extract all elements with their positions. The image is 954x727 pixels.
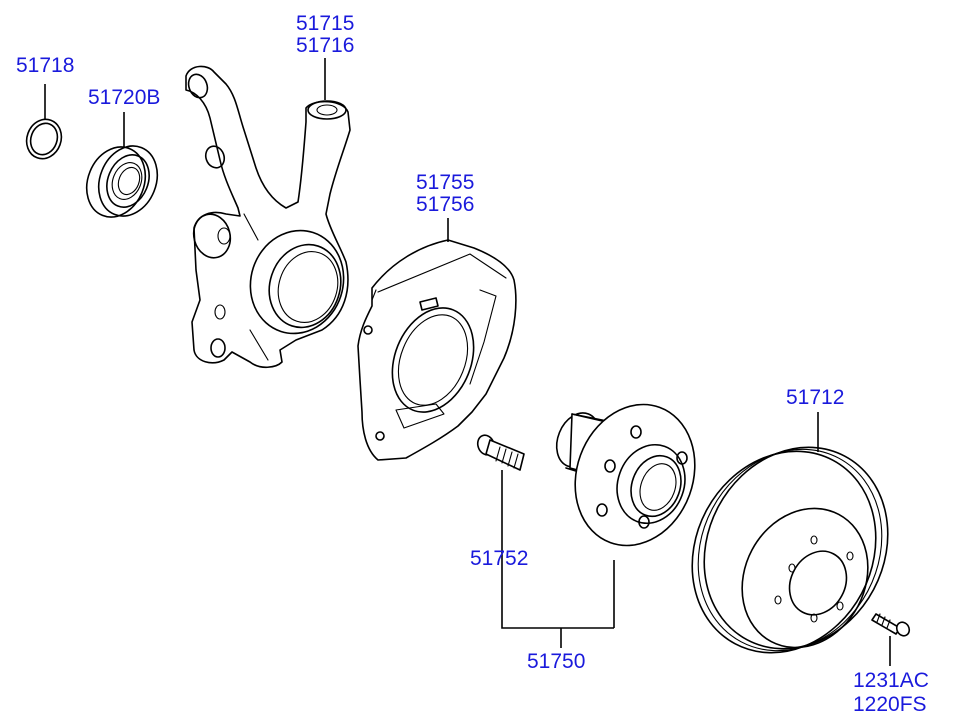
screw-part	[871, 613, 911, 666]
label-51716: 51716	[296, 34, 354, 57]
dust-cover-part	[357, 218, 517, 461]
label-51720b: 51720B	[88, 86, 160, 109]
label-51752: 51752	[470, 547, 528, 570]
bearing-part	[85, 112, 159, 218]
label-51715: 51715	[296, 12, 354, 35]
label-1220fs: 1220FS	[853, 693, 927, 716]
label-51718: 51718	[16, 54, 74, 77]
steering-knuckle-part	[185, 58, 351, 369]
hub-assy-bracket	[501, 540, 614, 629]
brake-disc-part	[691, 412, 889, 654]
label-51712: 51712	[786, 386, 844, 409]
label-51750: 51750	[527, 650, 585, 673]
label-1231ac: 1231AC	[853, 669, 929, 692]
label-51756: 51756	[416, 193, 474, 216]
hub-bolt-part	[476, 434, 525, 540]
front-hub-part	[555, 403, 696, 628]
label-51755: 51755	[416, 171, 474, 194]
snap-ring-part	[25, 84, 63, 160]
